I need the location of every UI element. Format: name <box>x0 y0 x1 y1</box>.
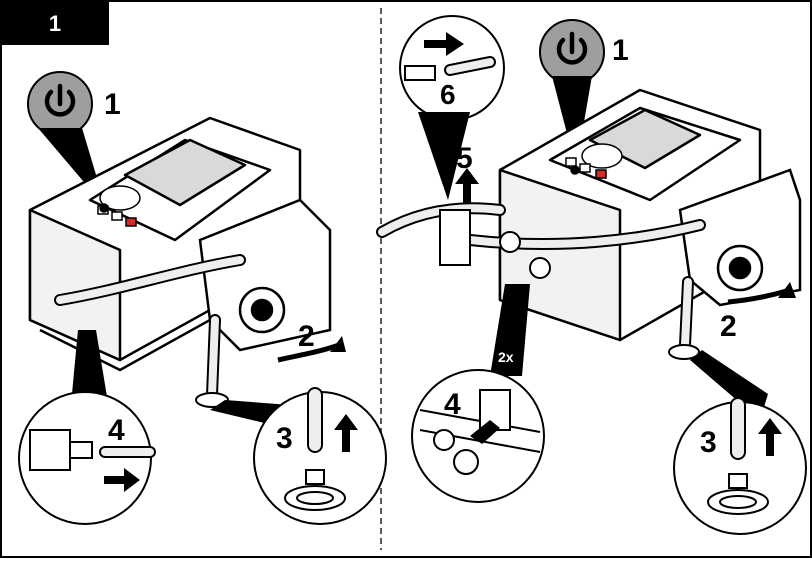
right-panel: 1 6 5 <box>382 16 806 534</box>
right-step-tube: 3 <box>700 426 717 459</box>
left-step-rotate: 2 <box>298 320 315 353</box>
drain-tube-inner <box>212 320 215 395</box>
left-step-connect: 4 <box>108 414 125 447</box>
curved-arrow-head <box>330 336 346 352</box>
right-drain-tube-inner <box>685 282 688 345</box>
figure-number: 1 <box>49 11 61 36</box>
right-step-power: 1 <box>612 34 629 67</box>
right-step-rotate: 2 <box>720 310 737 343</box>
left-panel: 1 2 <box>19 72 386 524</box>
left-step-power: 1 <box>104 88 121 121</box>
right-step-lift: 5 <box>456 142 473 175</box>
right-step-clamp: 4 <box>444 388 461 421</box>
left-step-tube: 3 <box>276 422 293 455</box>
right-step-insert: 6 <box>440 79 456 110</box>
right-repeat-label: 2x <box>498 349 514 365</box>
